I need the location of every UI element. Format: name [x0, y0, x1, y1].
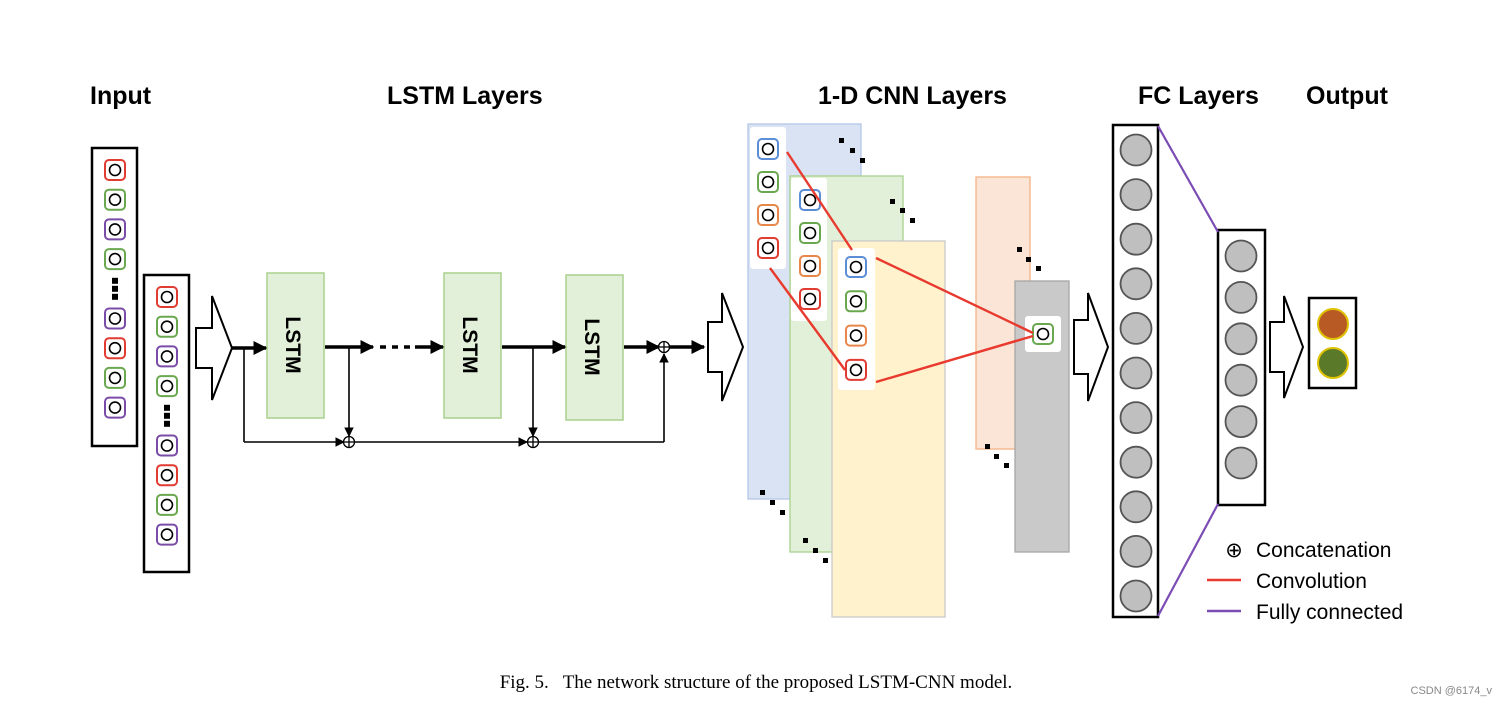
input-col1-cell [104, 307, 126, 330]
fc2-neuron [1224, 322, 1258, 356]
cnn-col2-cell [799, 288, 821, 310]
cnn-kernel-column-2 [791, 178, 827, 321]
cnn-col1-cell [757, 138, 779, 160]
fc1-neuron [1119, 178, 1153, 212]
fc2-neuron [1224, 446, 1258, 480]
header-output: Output [1306, 82, 1389, 110]
input-col1-cell [104, 159, 126, 181]
output-neuron-1 [1317, 308, 1349, 340]
fc1-neuron [1119, 490, 1153, 524]
fc1-neuron [1119, 535, 1153, 568]
fc2-neuron [1224, 280, 1258, 314]
cnn-kernel-column-1 [750, 127, 786, 269]
input-col2-cell [156, 464, 178, 487]
legend-concat-symbol: ⊕ [1225, 539, 1243, 562]
cnn-col3-cell [845, 324, 867, 347]
hollow-arrow-input [195, 295, 234, 401]
cnn-kernel-column-3 [838, 248, 875, 390]
lstm-block-2 [443, 272, 502, 419]
header-fc-layers: FC Layers [1138, 82, 1259, 110]
cnn-col3-cell [845, 358, 867, 381]
hollow-arrow-fc [1073, 292, 1110, 402]
cnn-col1-cell [757, 171, 779, 193]
input-col2-cell [156, 315, 178, 338]
fc1-neuron [1119, 579, 1153, 613]
lstm-block-1 [266, 272, 325, 419]
legend: ⊕ Concatenation Convolution Fully connec… [1207, 539, 1403, 624]
input-col2-cell [156, 493, 178, 516]
legend-convolution-label: Convolution [1256, 570, 1367, 593]
input-col2-cell [156, 286, 178, 308]
input-col1-cell [104, 188, 126, 211]
header-lstm-layers: LSTM Layers [387, 82, 543, 110]
output-layer [1307, 296, 1358, 390]
input-col1-cell [104, 366, 126, 389]
fc1-neuron [1119, 311, 1153, 345]
lstm-flow-arrows [232, 340, 706, 447]
lstm-label-2: LSTM [458, 316, 481, 373]
fc2-neuron [1224, 405, 1258, 439]
fc-layer-1 [1111, 123, 1160, 619]
input-col1-cell [104, 396, 126, 419]
input-col2-cell [156, 434, 178, 457]
fc2-neuron [1224, 363, 1258, 397]
concat-symbol-3 [657, 340, 671, 354]
lstm-label-1: LSTM [281, 316, 304, 373]
watermark: CSDN @6174_v [1411, 685, 1493, 697]
input-col1-cell [104, 218, 126, 241]
input-col2-cell [156, 523, 178, 546]
stacking-dots [760, 138, 1041, 563]
header-cnn-layers: 1-D CNN Layers [818, 82, 1007, 110]
cnn-output-cell [1025, 316, 1061, 352]
input-col2-cell [156, 345, 178, 368]
input-col2-ellipsis [164, 404, 170, 427]
hollow-arrow-output [1269, 295, 1305, 399]
input-col1-cell [104, 337, 126, 360]
cnn-col2-cell [799, 255, 821, 277]
fc2-neuron [1224, 239, 1258, 273]
cnn-col1-cell [757, 237, 779, 259]
convolution-lines [769, 151, 1034, 384]
input-column-2 [142, 273, 191, 574]
concat-symbol-1 [342, 435, 356, 449]
fc1-neuron [1119, 356, 1153, 390]
figure-caption: Fig. 5. The network structure of the pro… [500, 672, 1013, 693]
cnn-col2-cell [799, 189, 821, 211]
input-col1-ellipsis [112, 277, 118, 300]
fc1-neuron [1119, 445, 1153, 479]
lstm-label-3: LSTM [580, 318, 603, 375]
fc1-neuron [1119, 267, 1153, 301]
fully-connected-lines [1157, 125, 1219, 617]
fc1-neuron [1119, 222, 1153, 256]
cnn-col3-cell [845, 290, 867, 313]
legend-fully-connected-label: Fully connected [1256, 601, 1403, 624]
fc1-neuron [1119, 401, 1153, 435]
legend-concat-label: Concatenation [1256, 539, 1391, 562]
cnn-col2-cell [799, 222, 821, 244]
input-col1-cell [104, 248, 126, 271]
cnn-col3-cell [845, 256, 867, 278]
input-col2-cell [156, 375, 178, 398]
fc1-neuron [1119, 133, 1153, 167]
concat-symbol-2 [526, 435, 540, 449]
fc-layer-2 [1216, 228, 1267, 507]
lstm-block-3 [565, 274, 624, 421]
cnn-col1-cell [757, 204, 779, 226]
hollow-arrow-cnn [707, 292, 745, 402]
input-column-1 [90, 146, 139, 448]
output-neuron-2 [1317, 347, 1349, 379]
header-input: Input [90, 82, 152, 110]
